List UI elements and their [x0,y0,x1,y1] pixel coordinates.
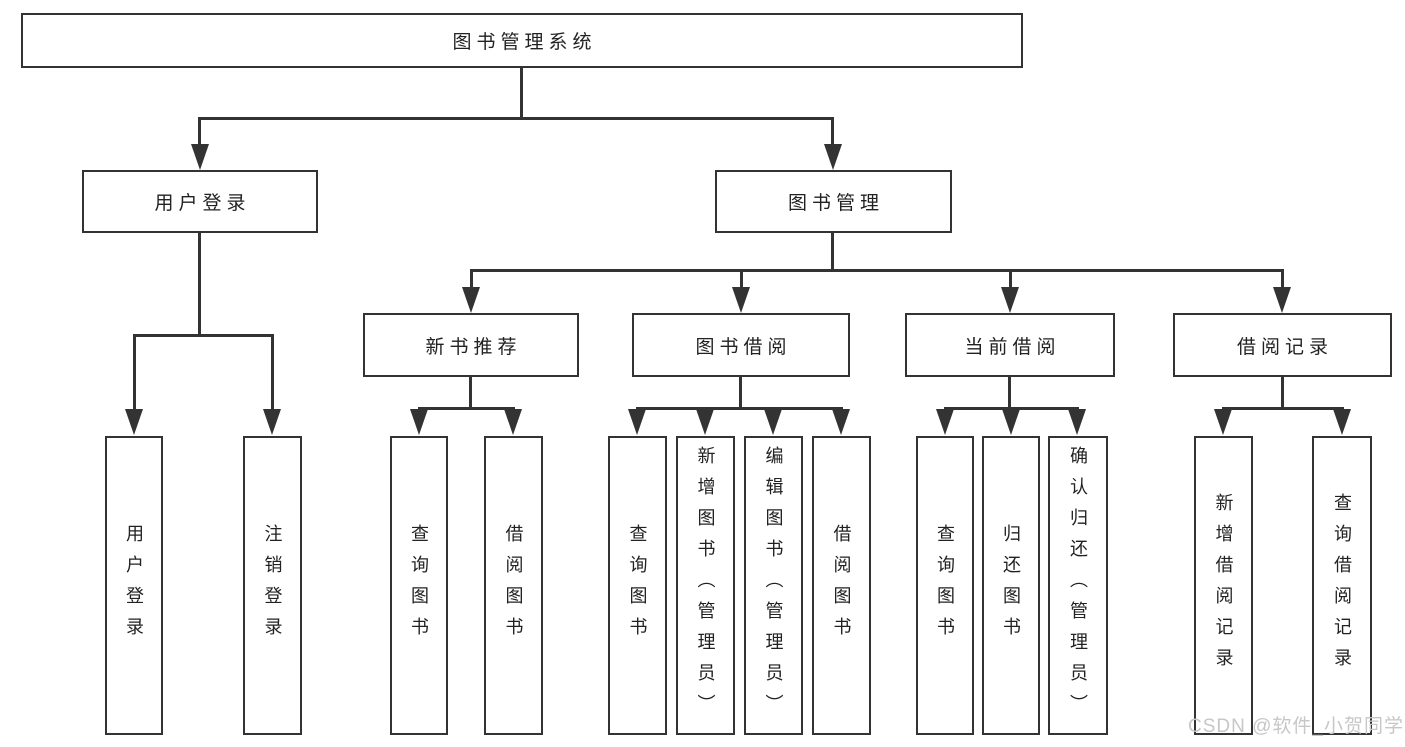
connector-bm-drop-3 [1009,269,1012,291]
connector-user-login-drop-1 [133,334,136,411]
arrow-down-book-borrowing-icon [732,287,750,313]
leaf-nb-borrow-books: 借阅图书 [484,436,543,735]
arrow-down-cb-return-icon [1002,409,1020,435]
connector-br-bar [1222,407,1344,410]
leaf-br-query-record: 查询借阅记录 [1312,436,1372,735]
arrow-down-bb-edit-icon [764,409,782,435]
connector-nb-bar [418,407,515,410]
leaf-bb-add-books-admin: 新增图书（管理员） [676,436,735,735]
leaf-bb-edit-books-admin: 编辑图书（管理员） [744,436,803,735]
node-current-borrowing: 当前借阅 [905,313,1115,377]
leaf-bb-query-books: 查询图书 [608,436,667,735]
leaf-logout: 注销登录 [243,436,302,735]
arrow-down-cb-query-icon [936,409,954,435]
arrow-down-bb-query-icon [628,409,646,435]
connector-root-bar [198,117,834,120]
connector-br-stem [1281,377,1284,410]
connector-root-right-drop [831,117,834,147]
node-new-book-recommend: 新书推荐 [363,313,579,377]
leaf-cb-query-books: 查询图书 [916,436,974,735]
leaf-user-login: 用户登录 [105,436,163,735]
connector-user-login-drop-2 [271,334,274,411]
node-book-management: 图书管理 [715,170,952,233]
node-book-borrowing: 图书借阅 [632,313,850,377]
arrow-down-current-borrowing-icon [1001,287,1019,313]
connector-book-management-stem [831,233,834,272]
arrow-down-bb-borrow-icon [832,409,850,435]
node-root: 图书管理系统 [21,13,1023,68]
connector-user-login-bar [133,334,274,337]
arrow-down-nb-query-icon [410,409,428,435]
node-borrowing-records: 借阅记录 [1173,313,1392,377]
arrow-down-user-login-icon [191,144,209,170]
connector-book-management-bar [470,269,1284,272]
arrow-down-nb-borrow-icon [504,409,522,435]
connector-bm-drop-2 [740,269,743,291]
arrow-down-borrowing-records-icon [1273,287,1291,313]
connector-cb-bar [944,407,1079,410]
connector-bb-bar [636,407,843,410]
csdn-watermark: CSDN @软件_小贺同学 [1188,716,1404,737]
arrow-down-br-add-icon [1214,409,1232,435]
connector-root-stem [520,68,523,118]
connector-bb-stem [739,377,742,410]
connector-cb-stem [1008,377,1011,410]
node-user-login: 用户登录 [82,170,318,233]
arrow-down-book-management-icon [824,144,842,170]
leaf-cb-return-books: 归还图书 [982,436,1040,735]
leaf-cb-confirm-return-admin: 确认归还（管理员） [1048,436,1108,735]
connector-user-login-stem [198,233,201,337]
arrow-down-leaf-logout-icon [263,409,281,435]
connector-root-left-drop [198,117,201,147]
connector-bm-drop-4 [1281,269,1284,291]
arrow-down-br-query-icon [1333,409,1351,435]
arrow-down-cb-confirm-icon [1068,409,1086,435]
leaf-br-add-record: 新增借阅记录 [1194,436,1253,735]
connector-bm-drop-1 [470,269,473,291]
arrow-down-new-book-recommend-icon [462,287,480,313]
arrow-down-leaf-user-login-icon [125,409,143,435]
leaf-bb-borrow-books: 借阅图书 [812,436,871,735]
leaf-nb-query-books: 查询图书 [390,436,448,735]
arrow-down-bb-add-icon [696,409,714,435]
connector-nb-stem [469,377,472,410]
